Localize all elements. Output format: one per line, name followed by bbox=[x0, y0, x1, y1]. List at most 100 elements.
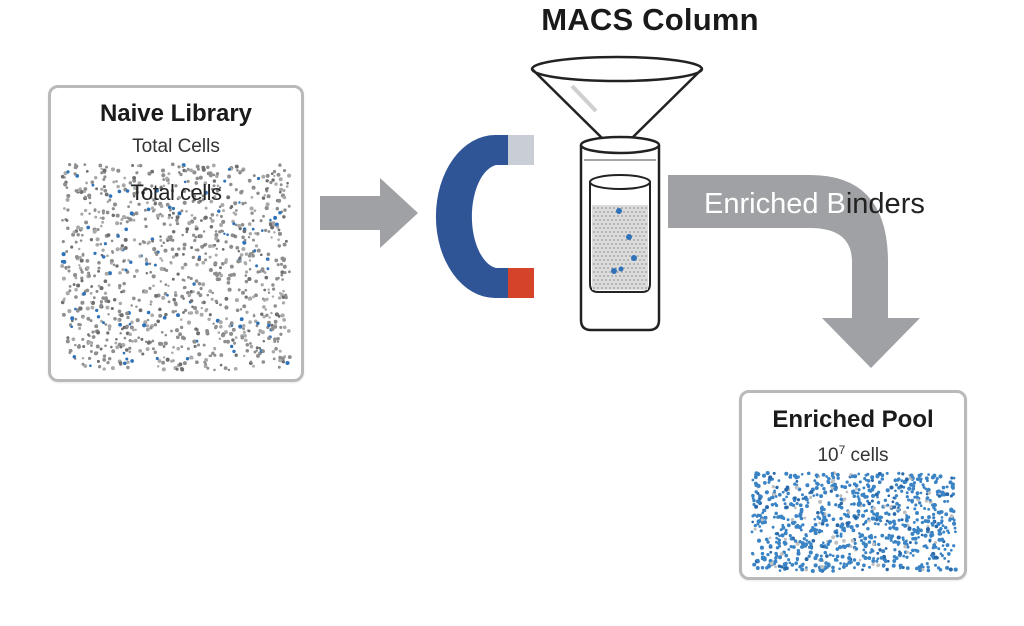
library-cell bbox=[178, 332, 183, 337]
matrix-bead bbox=[625, 263, 627, 265]
library-cell bbox=[177, 195, 181, 200]
library-cell bbox=[226, 233, 229, 236]
matrix-bead bbox=[593, 287, 595, 289]
matrix-bead bbox=[623, 235, 625, 237]
pool-cell bbox=[940, 516, 944, 519]
pool-cell bbox=[888, 520, 893, 525]
pool-cell bbox=[886, 559, 890, 563]
matrix-bead bbox=[619, 235, 621, 237]
library-cell bbox=[263, 288, 267, 292]
pool-cell bbox=[783, 502, 787, 506]
library-cell bbox=[100, 224, 103, 228]
library-cell bbox=[152, 247, 157, 252]
matrix-bead bbox=[607, 227, 609, 229]
library-cell bbox=[143, 217, 147, 221]
pool-cell bbox=[925, 496, 930, 500]
library-cell bbox=[124, 216, 128, 219]
matrix-bead bbox=[643, 227, 645, 229]
library-cell bbox=[242, 229, 247, 234]
pool-cell bbox=[905, 555, 909, 559]
matrix-bead bbox=[641, 247, 643, 249]
pool-cell bbox=[818, 521, 821, 525]
pool-cell bbox=[870, 549, 875, 553]
matrix-bead bbox=[601, 231, 603, 233]
matrix-bead bbox=[637, 207, 639, 209]
library-cell bbox=[160, 168, 166, 173]
library-cell bbox=[221, 229, 225, 233]
library-cell bbox=[105, 338, 109, 342]
library-cell bbox=[170, 247, 175, 251]
pool-cell bbox=[947, 552, 951, 556]
library-cell bbox=[281, 301, 286, 305]
library-cell bbox=[235, 209, 238, 212]
matrix-bead bbox=[617, 215, 619, 217]
library-cell bbox=[215, 247, 219, 251]
pool-cell bbox=[912, 481, 917, 485]
library-cell bbox=[239, 190, 244, 195]
pool-cell bbox=[755, 566, 760, 570]
matrix-bead bbox=[601, 239, 603, 241]
matrix-bead bbox=[603, 275, 605, 277]
library-cell bbox=[61, 240, 65, 244]
library-cell bbox=[270, 311, 273, 315]
matrix-bead bbox=[597, 271, 599, 273]
pool-cell bbox=[772, 515, 776, 519]
library-cell bbox=[89, 237, 94, 242]
library-cell bbox=[184, 169, 188, 173]
column-matrix bbox=[592, 205, 648, 290]
library-cell bbox=[286, 329, 291, 333]
library-cell bbox=[119, 246, 124, 251]
library-cell bbox=[220, 333, 226, 338]
matrix-bead bbox=[611, 219, 613, 221]
matrix-bead bbox=[613, 215, 615, 217]
pool-cell bbox=[819, 494, 824, 499]
enriched-binders-label-part2: inders bbox=[845, 188, 925, 220]
pool-cell bbox=[883, 504, 887, 508]
library-cell bbox=[238, 171, 242, 175]
library-cell bbox=[155, 213, 160, 218]
matrix-bead bbox=[595, 283, 597, 285]
library-cell bbox=[179, 172, 183, 177]
library-cell bbox=[117, 309, 122, 314]
pool-cell bbox=[887, 533, 891, 538]
library-cell bbox=[182, 361, 187, 366]
library-cell bbox=[195, 360, 199, 365]
pool-cell bbox=[772, 471, 776, 475]
pool-cell bbox=[751, 514, 755, 518]
library-cell bbox=[105, 210, 110, 215]
pool-cell bbox=[827, 501, 831, 505]
library-cell bbox=[264, 206, 269, 211]
library-cell bbox=[208, 244, 212, 249]
matrix-bead bbox=[601, 255, 603, 257]
library-cell bbox=[106, 233, 111, 237]
library-cell bbox=[112, 202, 118, 207]
library-cell bbox=[181, 278, 185, 282]
pool-cell bbox=[779, 528, 783, 532]
library-cell bbox=[180, 294, 184, 299]
library-cell bbox=[186, 320, 192, 325]
library-cell bbox=[277, 228, 281, 232]
pool-cell bbox=[902, 485, 906, 489]
library-cell bbox=[219, 266, 222, 270]
matrix-bead bbox=[637, 287, 639, 289]
library-cell bbox=[74, 307, 77, 311]
library-cell bbox=[214, 253, 218, 257]
pool-cell bbox=[909, 551, 913, 555]
enriched-pool-count-exponent: 7 bbox=[838, 443, 846, 457]
library-cell bbox=[244, 262, 248, 266]
pool-cell bbox=[945, 485, 949, 489]
library-cell bbox=[156, 319, 161, 324]
library-cell bbox=[76, 344, 81, 349]
library-cell bbox=[127, 258, 130, 262]
pool-cell bbox=[947, 531, 951, 535]
enriched-flow-arrow bbox=[668, 175, 920, 368]
library-cell bbox=[192, 282, 196, 286]
library-cell bbox=[233, 341, 237, 345]
pool-cell bbox=[954, 530, 957, 534]
pool-cell bbox=[923, 519, 928, 523]
library-cell bbox=[76, 225, 81, 230]
pool-cell bbox=[801, 497, 805, 501]
library-cell bbox=[180, 335, 185, 340]
library-cell bbox=[70, 316, 75, 321]
library-cell bbox=[287, 204, 291, 208]
